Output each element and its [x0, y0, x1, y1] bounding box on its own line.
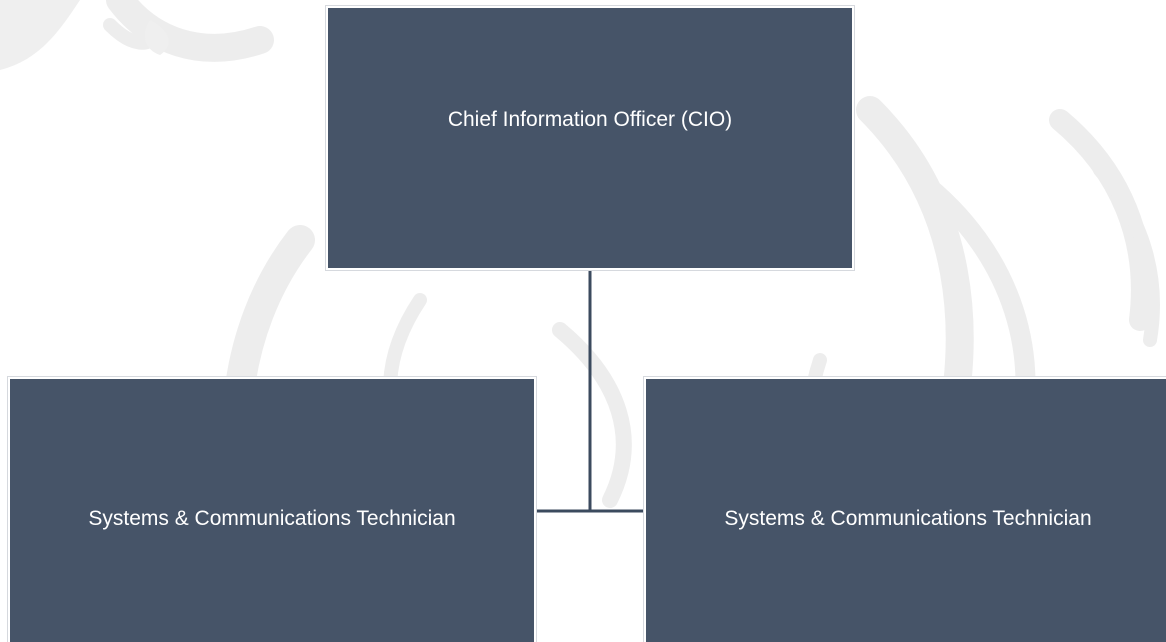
org-node-cio[interactable]: Chief Information Officer (CIO) — [325, 5, 855, 271]
org-node-technician-right[interactable]: Systems & Communications Technician — [643, 376, 1166, 642]
org-node-title: Systems & Communications Technician — [724, 507, 1092, 531]
org-node-title: Chief Information Officer (CIO) — [447, 108, 733, 132]
org-node-technician-left[interactable]: Systems & Communications Technician — [7, 376, 537, 642]
org-node-title: Systems & Communications Technician — [88, 507, 456, 531]
